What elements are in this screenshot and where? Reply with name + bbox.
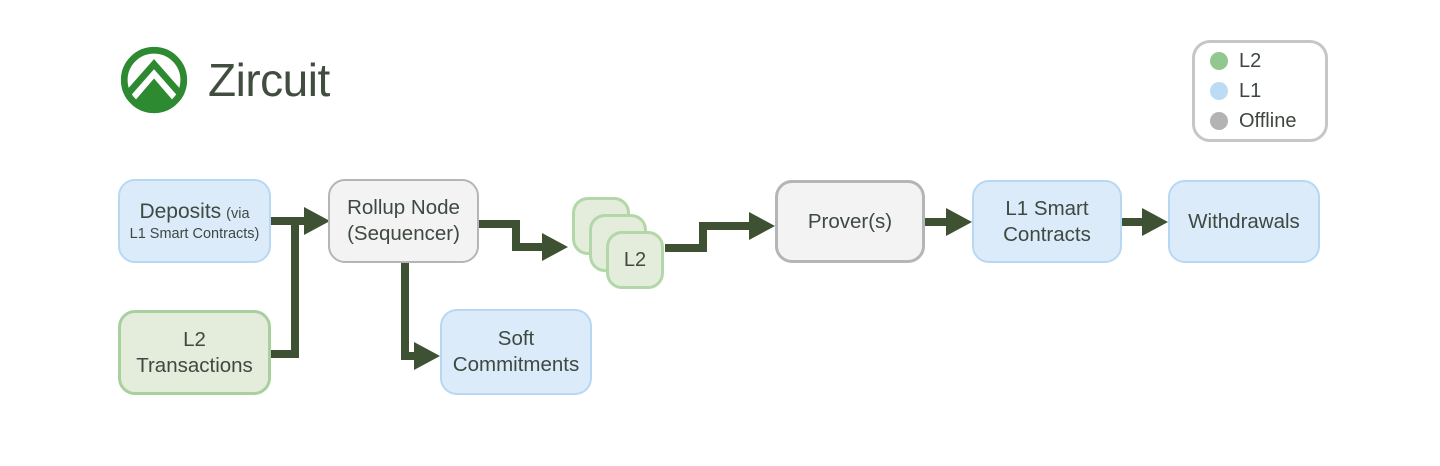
zircuit-logo-icon [120,46,188,114]
l2-color-dot-icon [1210,52,1228,70]
edge-l2-transactions-to-rollup-node [271,221,299,358]
brand: Zircuit [118,44,330,116]
node-l1-smart-contracts: L1 Smart Contracts [972,180,1122,263]
deposits-label: Deposits [139,199,222,223]
edge-deposits-to-rollup-node [271,207,330,235]
node-soft-commitments: Soft Commitments [440,309,592,395]
deposits-subtitle: L1 Smart Contracts) [129,226,260,243]
legend-item-offline: Offline [1210,110,1325,133]
edge-l1-smart-contracts-to-withdrawals [1122,208,1168,236]
rollup-node-label-line1: Rollup Node [347,196,460,220]
soft-commitments-label-line2: Commitments [452,353,580,376]
node-l2-blocks: L2 [606,231,664,289]
l1-color-dot-icon [1210,82,1228,100]
rollup-node-label-line2: (Sequencer) [347,222,460,245]
legend: L2 L1 Offline [1192,40,1328,142]
legend-item-l2: L2 [1210,50,1325,73]
legend-item-l1: L1 [1210,80,1325,103]
deposits-suffix: (via [226,205,250,222]
l2-transactions-label-line2: Transactions [136,353,253,377]
edge-rollup-node-to-l2-blocks [479,220,568,261]
offline-color-dot-icon [1210,112,1228,130]
edge-provers-to-l1-smart-contracts [925,208,972,236]
node-withdrawals: Withdrawals [1168,180,1320,263]
edge-l2-blocks-to-provers [665,212,775,252]
node-rollup-node: Rollup Node (Sequencer) [328,179,479,263]
legend-label-l1: L1 [1239,79,1262,102]
l2-blocks-label: L2 [623,248,647,271]
legend-label-offline: Offline [1239,109,1297,132]
l2-transactions-label-line1: L2 [183,327,206,351]
node-provers: Prover(s) [775,180,925,263]
deposits-title-line: Deposits (via [139,199,249,225]
node-deposits: Deposits (via L1 Smart Contracts) [118,179,271,263]
provers-label: Prover(s) [807,209,893,233]
soft-commitments-label-line1: Soft [497,327,535,351]
withdrawals-label: Withdrawals [1188,209,1300,233]
l1-smart-contracts-label-line1: L1 Smart [1005,196,1089,220]
brand-name: Zircuit [208,54,330,106]
l1-smart-contracts-label-line2: Contracts [1003,222,1091,246]
node-l2-transactions: L2 Transactions [118,310,271,395]
edge-rollup-node-to-soft-commitments [401,263,440,370]
legend-label-l2: L2 [1239,49,1262,72]
